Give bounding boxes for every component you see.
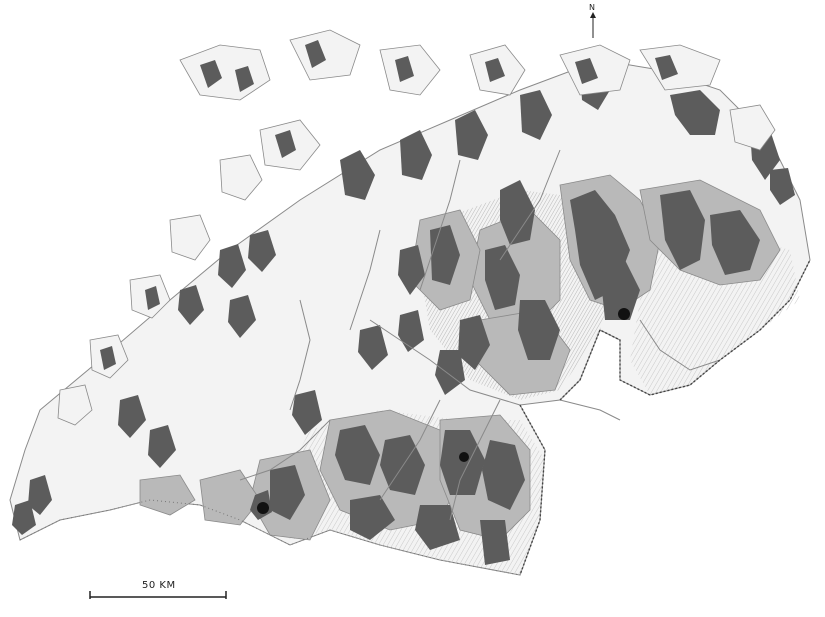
city-marker (257, 502, 269, 514)
scale-label: 50 KM (142, 580, 176, 591)
fjord-lines (239, 149, 721, 521)
national-border (519, 259, 811, 576)
city-marker (459, 452, 469, 462)
city-marker (618, 308, 630, 320)
high-elevation-areas (12, 65, 795, 565)
north-arrow: N (589, 3, 596, 38)
islands (57, 29, 776, 426)
scale-bar: 50 KM (89, 580, 227, 599)
island-peaks (100, 40, 678, 370)
north-label: N (589, 3, 595, 12)
